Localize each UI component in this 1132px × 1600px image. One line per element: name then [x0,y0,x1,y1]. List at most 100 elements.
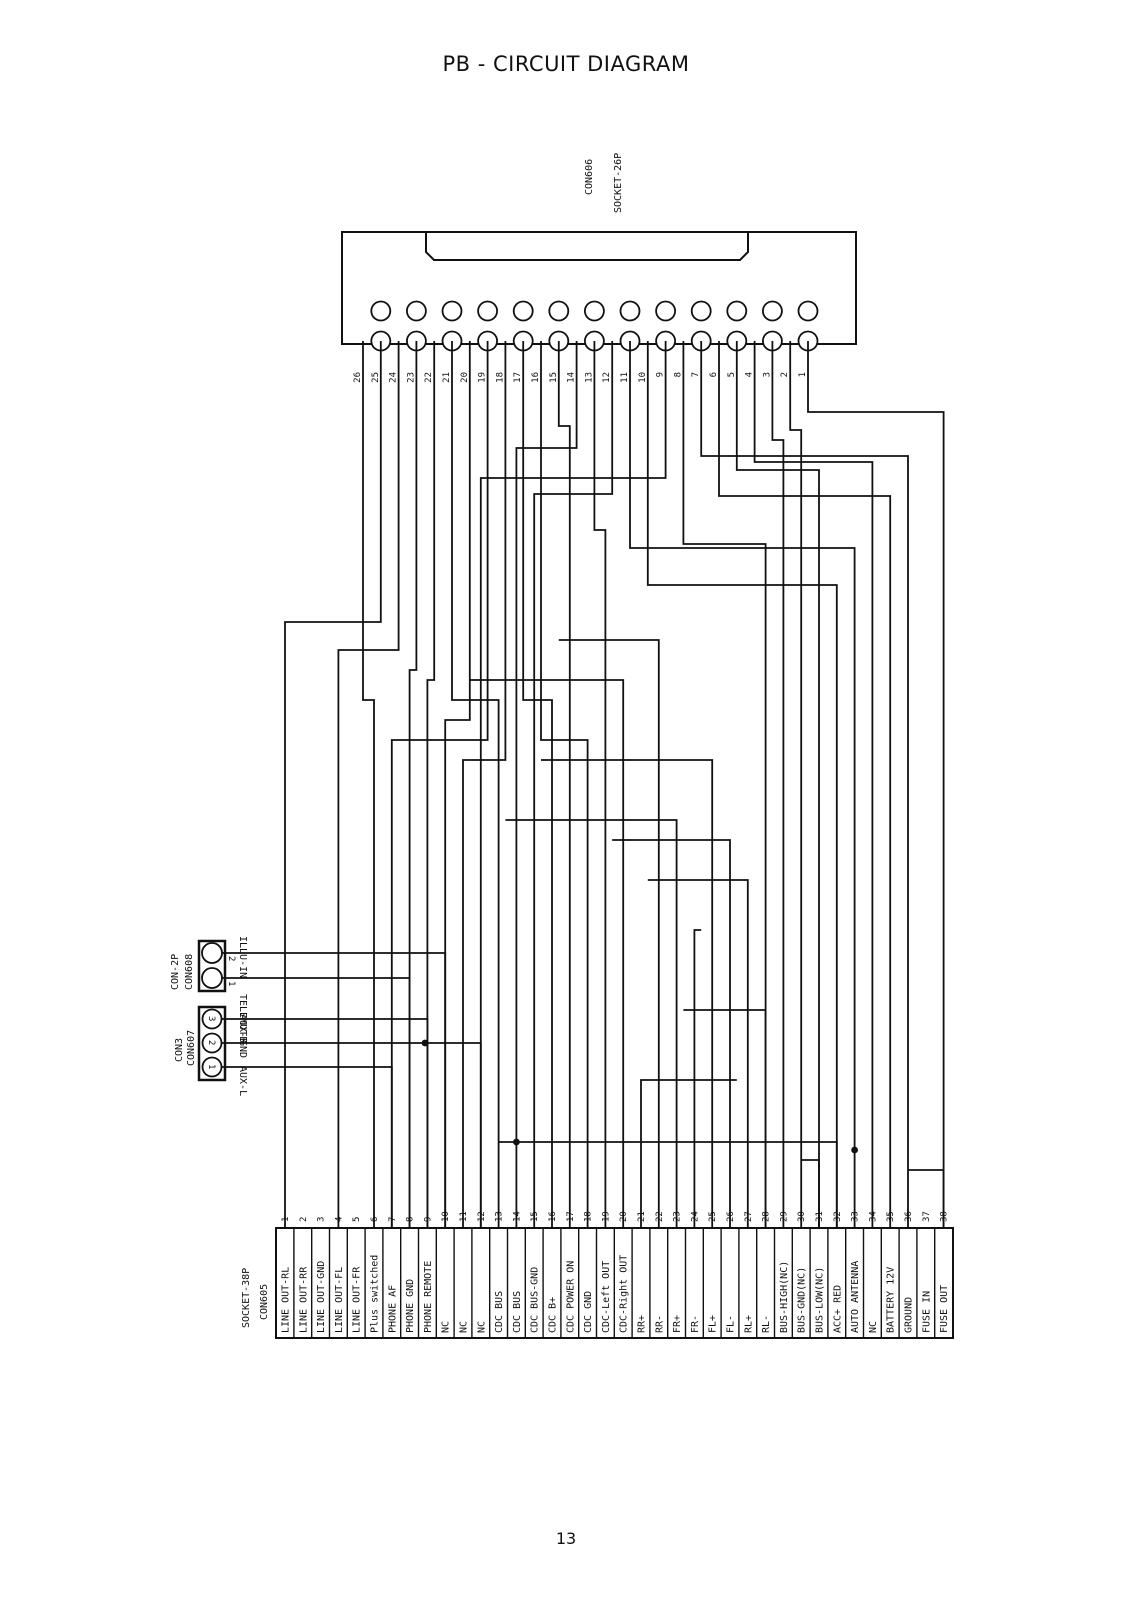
con606-pin-num: 25 [371,372,381,383]
con605-pin-num: 3 [317,1217,327,1222]
con607-pin-1-signal: AUX-L [237,1066,248,1096]
junction-dot [421,1039,429,1047]
con605-pin-num: 2 [299,1217,309,1222]
con606-pin-num: 19 [478,372,488,383]
con608-ref: CON608 [184,954,195,990]
wire [735,341,820,1228]
con605-pin-signal: CDC-Left OUT [601,1261,612,1333]
page-number: 13 [555,1529,577,1548]
con606-pin-num: 12 [602,372,612,383]
con605-pin-num: 27 [744,1211,754,1222]
con605-pin-num: 16 [548,1211,558,1222]
wire-side [222,952,447,1228]
con605-pin-signal: LINE OUT-FL [334,1267,345,1333]
wire [390,341,489,1228]
junction-dot [513,1138,520,1146]
wire [908,1169,945,1228]
con606-housing [341,231,857,345]
con606-pin-num: 24 [389,372,399,383]
con605-type: SOCKET-38P [241,1268,252,1328]
con605-pin-signal: NC [441,1321,452,1333]
con605-pin-signal: CDC BUS [512,1291,523,1333]
con606-pin-num: 26 [353,372,363,383]
wire [647,879,749,1228]
wire [682,341,767,1228]
wire [462,341,507,1228]
wire [469,679,625,1228]
wire [284,341,382,1228]
wire-side [222,1042,482,1228]
con605-pin-num: 37 [922,1211,932,1222]
wire [444,341,471,1228]
con605-pin-num: 35 [886,1211,896,1222]
con606-pin-num: 8 [673,372,683,377]
con605-pin-signal: CDC POWER ON [565,1261,576,1333]
con605-pin-signal: ACC+ RED [832,1285,843,1333]
con605-pin-num: 32 [833,1211,843,1222]
con608-pin-2-num: 2 [226,956,236,961]
con605-pin-signal: PHONE REMOTE [423,1261,434,1333]
con607-pin-1-num: 1 [206,1064,216,1069]
con608-pin-1-signal: TELEMUTE [237,994,248,1042]
con605-pin-num: 11 [459,1211,469,1222]
con607: 3 2 1 CON3 CON607 AUX-R GND AUX-L [174,1005,248,1096]
con607-ref: CON607 [186,1030,197,1066]
wire [593,341,607,1228]
con607-pin-2-signal: GND [237,1040,248,1058]
con606-pin-upper [726,300,748,322]
con605-pin-num: 17 [566,1211,576,1222]
con605-pin-num: 12 [477,1211,487,1222]
con606-pin-num: 20 [460,372,470,383]
con605-pin-num: 28 [762,1211,772,1222]
con605-pin-num: 22 [655,1211,665,1222]
wire [515,341,578,1228]
wire [408,341,418,1228]
con605-pin-num: 4 [334,1217,344,1222]
wire [640,1079,737,1228]
wire-gnd [498,1141,838,1228]
con605-pin-num: 38 [940,1211,950,1222]
con608-type: CON-2P [170,954,181,990]
con606-pin-num: 5 [727,372,737,377]
con606-pin-num: 1 [798,372,808,377]
con605-pin-num: 23 [673,1211,683,1222]
con605-pin-num: 1 [281,1217,291,1222]
con607-pin-3-num: 3 [206,1016,216,1021]
con606-pin-num: 4 [745,372,755,377]
con605-pin-num: 36 [904,1211,914,1222]
con605-pin-signal: NC [459,1321,470,1333]
con606-pin-num: 23 [406,372,416,383]
con606-pin-num: 13 [584,372,594,383]
wire [693,929,702,1228]
con606-pin-num: 15 [549,372,559,383]
wire [426,341,436,1228]
con606-pin-num: 9 [656,372,666,377]
con606-pin-upper [441,300,463,322]
wire [753,341,874,1228]
con605-pin-signal: CDC GND [583,1291,594,1333]
con605-pin-num: 21 [637,1211,647,1222]
con605-pin-signal: RR+ [637,1315,648,1333]
con605-pin-signal: CDC BUS [494,1291,505,1333]
con605-pin-num: 7 [388,1217,398,1222]
con605-pin-signal: LINE OUT-RL [281,1267,292,1333]
wire [558,639,660,1228]
con606-ref: CON606 [584,159,595,195]
con608-pin-2-signal: ILLU-IN [237,936,248,978]
con606-pin-upper [797,300,819,322]
wire [479,341,667,1228]
con605-pin-signal: PHONE AF [387,1285,398,1333]
con606-pin-upper [512,300,534,322]
con605-pin-signal: FUSE IN [921,1291,932,1333]
con605-pin-signal: LINE OUT-FR [352,1266,363,1333]
con605-pin-signal: RL+ [743,1315,754,1333]
con605-pin-signal: CDC BUS-GND [530,1267,541,1333]
wires [222,341,945,1228]
con605-pin-signal: FUSE OUT [939,1285,950,1333]
con606-pin-num: 18 [495,372,505,383]
con605-pin-signal: NC [476,1321,487,1333]
con605-pin-signal: BUS-GND(NC) [797,1267,808,1333]
wire [646,341,838,1228]
